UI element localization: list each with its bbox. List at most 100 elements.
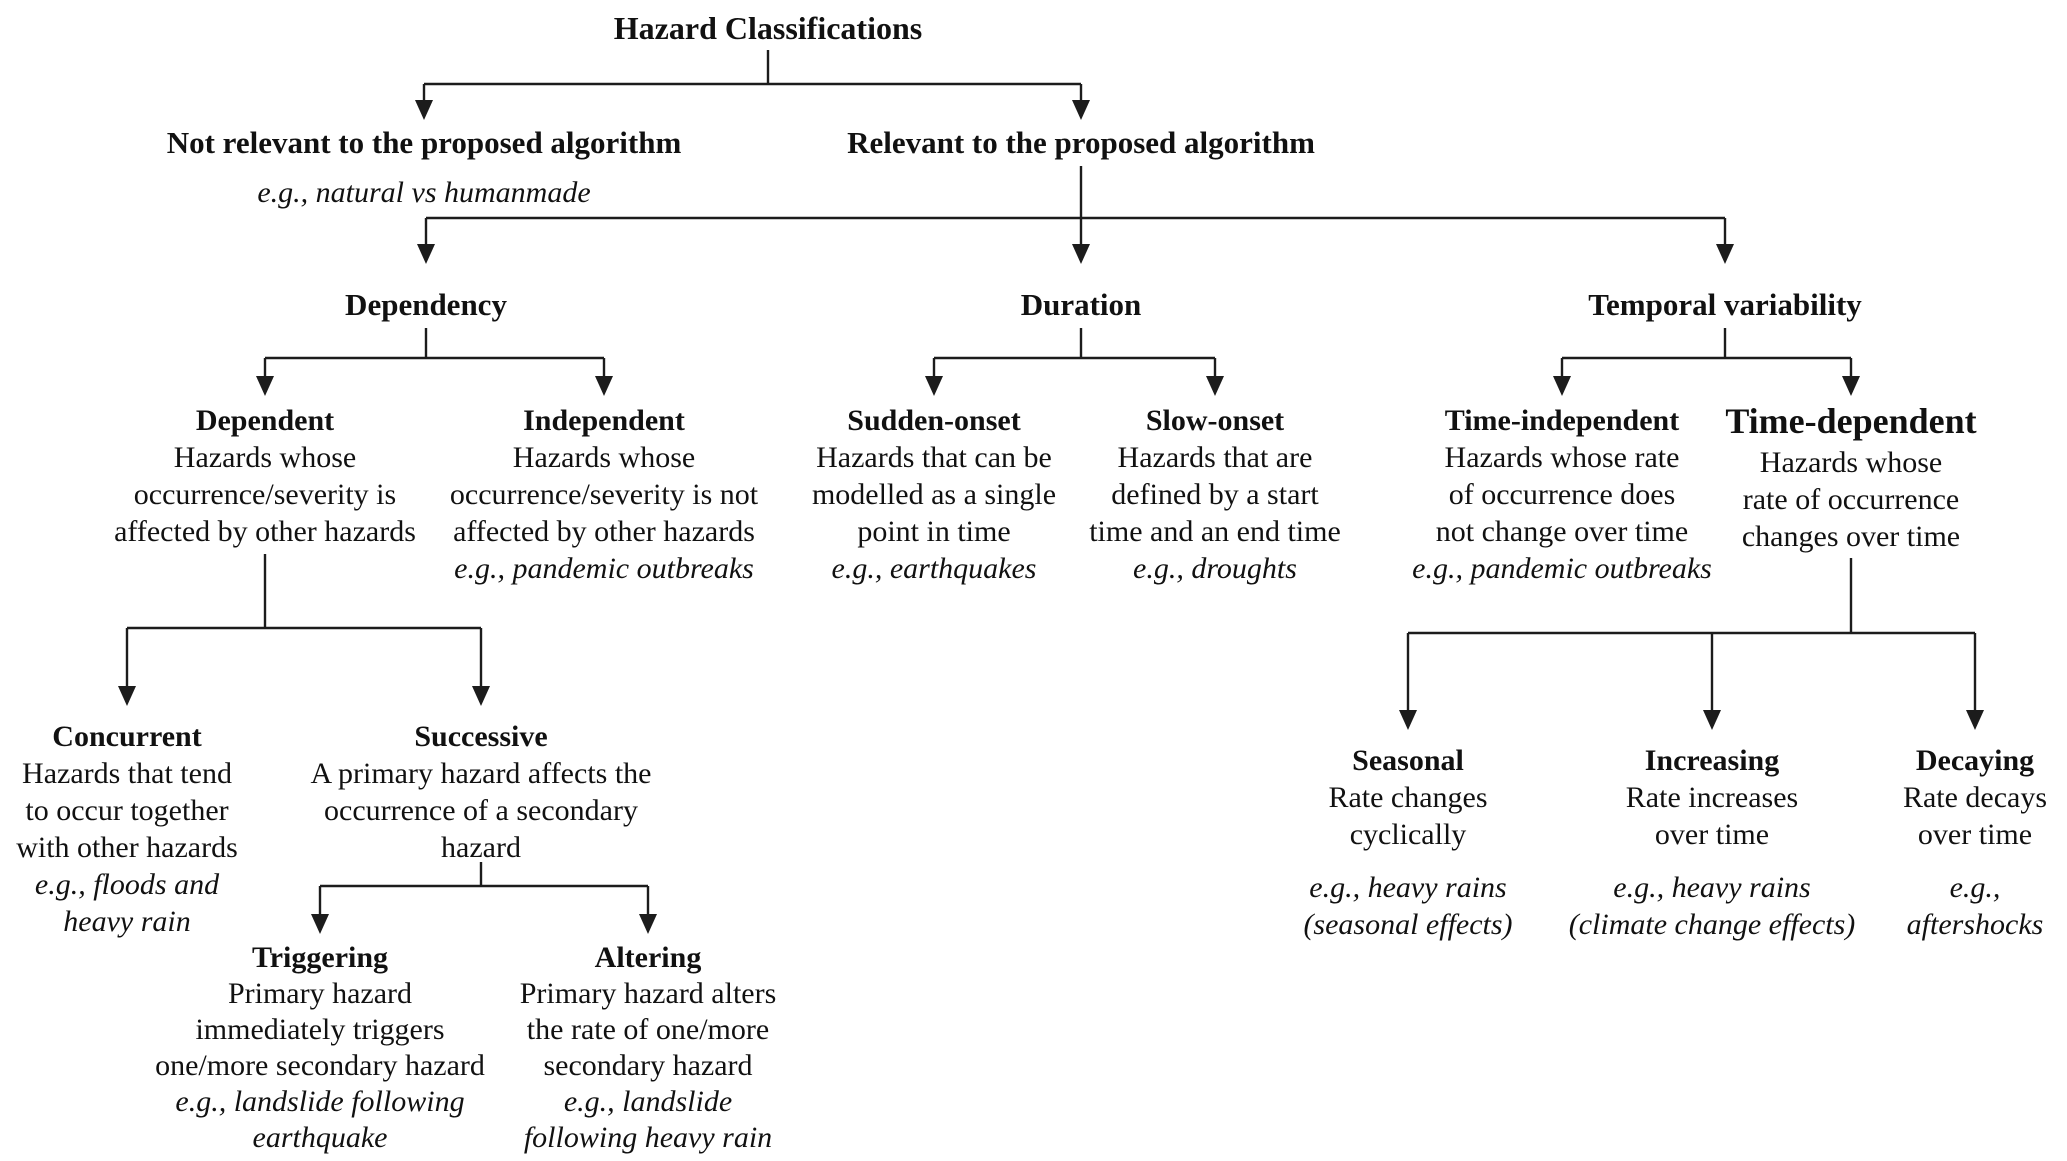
node-not-relevant: Not relevant to the proposed algorithm e.… bbox=[167, 122, 682, 211]
arrowhead-down-icon bbox=[595, 376, 613, 396]
node-example-line: aftershocks bbox=[1906, 908, 2044, 941]
node-title-independent: Independent bbox=[523, 404, 685, 437]
node-example-line: following heavy rain bbox=[523, 1121, 773, 1154]
node-description-line: affected by other hazards bbox=[453, 515, 755, 548]
connector-duration bbox=[925, 328, 1224, 396]
node-title-increasing: Increasing bbox=[1644, 744, 1780, 777]
node-description-line: Primary hazard alters bbox=[519, 977, 777, 1010]
arrowhead-down-icon bbox=[118, 686, 136, 706]
connector-lines bbox=[125, 554, 483, 692]
arrowhead-down-icon bbox=[1072, 244, 1090, 264]
arrowhead-down-icon bbox=[1716, 244, 1734, 264]
node-example-line: e.g., heavy rains bbox=[1309, 871, 1507, 904]
node-description-line: Hazards that tend bbox=[22, 757, 232, 790]
connector-successive bbox=[311, 862, 657, 934]
arrowhead-down-icon bbox=[256, 376, 274, 396]
node-description-line: Primary hazard bbox=[227, 977, 413, 1010]
node-dependency: Dependency bbox=[345, 284, 507, 326]
node-title-triggering: Triggering bbox=[251, 941, 389, 974]
node-description-line: Hazards that are bbox=[1117, 441, 1313, 474]
connector-dependent bbox=[118, 554, 490, 706]
node-description-line: occurrence/severity is bbox=[133, 478, 397, 511]
node-duration: Duration bbox=[1021, 284, 1142, 326]
node-description-line: rate of occurrence bbox=[1742, 483, 1960, 516]
arrowhead-down-icon bbox=[1553, 376, 1571, 396]
node-title-not-relevant: Not relevant to the proposed algorithm bbox=[166, 125, 682, 160]
node-description-line: cyclically bbox=[1349, 818, 1467, 851]
node-title-seasonal: Seasonal bbox=[1352, 744, 1464, 777]
node-description-line: over time bbox=[1654, 818, 1770, 851]
node-description-line: hazard bbox=[441, 831, 521, 864]
node-title-time-independent: Time-independent bbox=[1444, 404, 1680, 437]
arrowhead-down-icon bbox=[1703, 710, 1721, 730]
node-title-slow-onset: Slow-onset bbox=[1145, 404, 1285, 437]
node-title-altering: Altering bbox=[594, 941, 702, 974]
connector-lines bbox=[422, 50, 1083, 106]
arrowhead-down-icon bbox=[417, 244, 435, 264]
node-example-line: e.g., natural vs humanmade bbox=[257, 176, 591, 209]
node-description-line: immediately triggers bbox=[195, 1013, 445, 1046]
arrowhead-down-icon bbox=[415, 100, 433, 120]
node-title-sudden-onset: Sudden-onset bbox=[847, 404, 1021, 437]
node-example-line: e.g., pandemic outbreaks bbox=[1412, 552, 1712, 585]
node-description-line: secondary hazard bbox=[543, 1049, 753, 1082]
node-description-line: Hazards whose bbox=[512, 441, 696, 474]
node-example-line: e.g., landslide bbox=[563, 1085, 733, 1118]
node-description-line: over time bbox=[1917, 818, 2033, 851]
connector-lines bbox=[318, 862, 650, 920]
node-description-line: Rate changes bbox=[1328, 781, 1488, 814]
connector-hazard-classifications bbox=[415, 50, 1090, 120]
arrowhead-down-icon bbox=[925, 376, 943, 396]
connector-temporal-variability bbox=[1553, 328, 1860, 396]
node-title-dependent: Dependent bbox=[195, 404, 335, 437]
node-example-line: e.g., landslide following bbox=[175, 1085, 465, 1118]
node-description-line: occurrence of a secondary bbox=[324, 794, 638, 827]
node-example-line: e.g., droughts bbox=[1133, 552, 1297, 585]
node-description-line: with other hazards bbox=[16, 831, 238, 864]
node-title-time-dependent: Time-dependent bbox=[1725, 401, 1977, 441]
node-title-hazard-classifications: Hazard Classifications bbox=[613, 10, 923, 46]
node-example-line: e.g., heavy rains bbox=[1613, 871, 1811, 904]
arrowhead-down-icon bbox=[639, 914, 657, 934]
node-example-line: (seasonal effects) bbox=[1303, 908, 1513, 941]
node-description-line: modelled as a single bbox=[811, 478, 1057, 511]
node-description-line: Hazards that can be bbox=[816, 441, 1052, 474]
node-description-line: occurrence/severity is not bbox=[449, 478, 759, 511]
connector-lines bbox=[263, 328, 606, 382]
node-example-line: e.g., floods and bbox=[34, 868, 220, 901]
connector-dependency bbox=[256, 328, 613, 396]
node-title-successive: Successive bbox=[414, 720, 548, 753]
node-description-line: Rate decays bbox=[1902, 781, 2048, 814]
arrowhead-down-icon bbox=[1399, 710, 1417, 730]
connector-lines bbox=[1560, 328, 1853, 382]
node-example-line: e.g., earthquakes bbox=[831, 552, 1037, 585]
node-title-relevant: Relevant to the proposed algorithm bbox=[847, 125, 1315, 160]
connector-lines bbox=[932, 328, 1217, 382]
node-example-line: e.g., pandemic outbreaks bbox=[454, 552, 754, 585]
node-title-dependency: Dependency bbox=[345, 287, 507, 322]
node-example-line: heavy rain bbox=[63, 905, 191, 938]
node-description-line: of occurrence does bbox=[1448, 478, 1676, 511]
node-relevant: Relevant to the proposed algorithm bbox=[847, 122, 1315, 164]
node-example-line: earthquake bbox=[252, 1121, 388, 1154]
node-description-line: the rate of one/more bbox=[526, 1013, 770, 1046]
node-description-line: changes over time bbox=[1741, 520, 1961, 553]
arrowhead-down-icon bbox=[1966, 710, 1984, 730]
node-title-decaying: Decaying bbox=[1915, 744, 2035, 777]
arrowhead-down-icon bbox=[1842, 376, 1860, 396]
node-title-temporal-variability: Temporal variability bbox=[1588, 287, 1862, 322]
node-description-line: to occur together bbox=[25, 794, 229, 827]
node-title-concurrent: Concurrent bbox=[52, 720, 202, 753]
node-temporal-variability: Temporal variability bbox=[1588, 284, 1862, 326]
